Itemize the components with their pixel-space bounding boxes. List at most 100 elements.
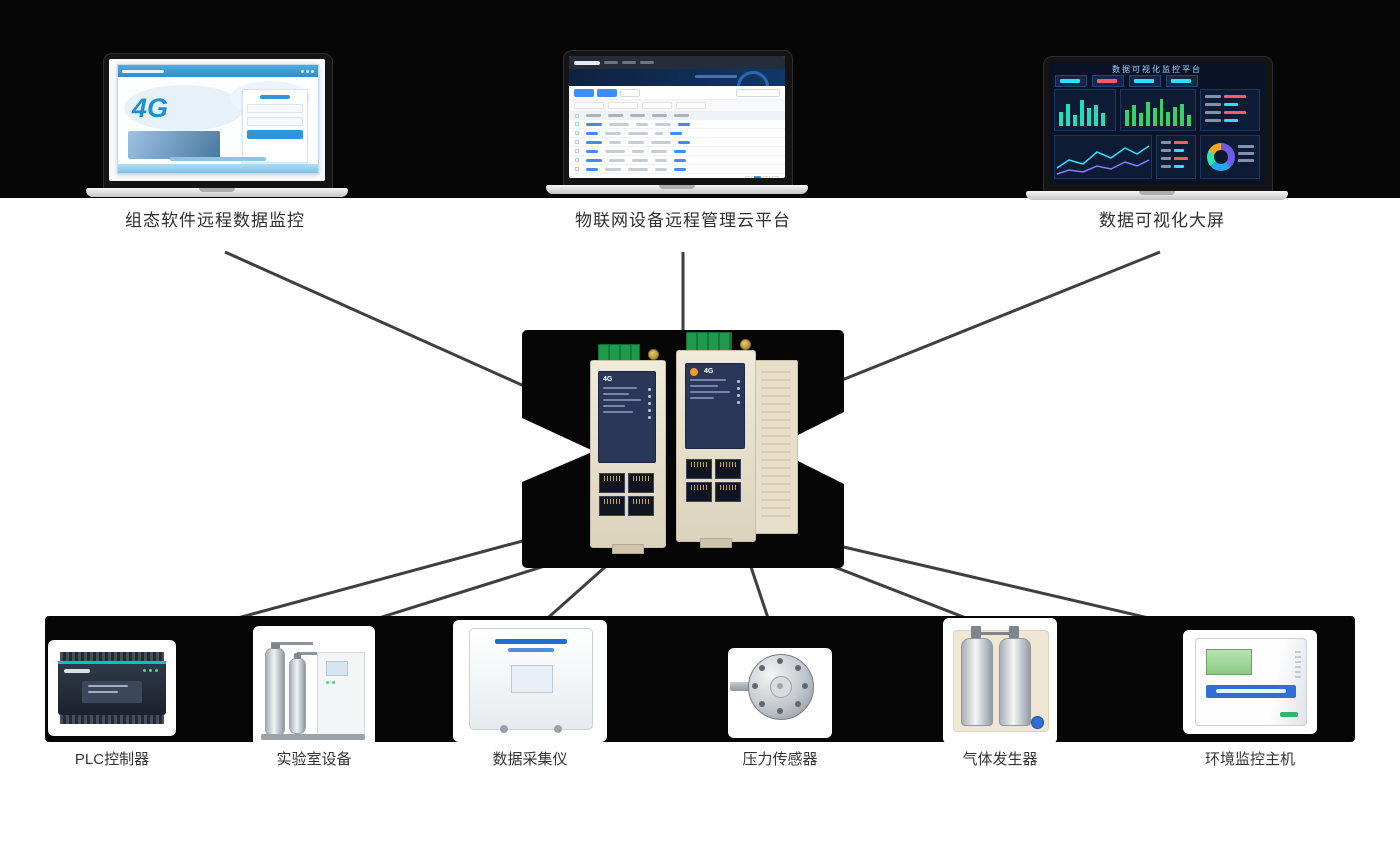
select-all-checkbox [575, 113, 579, 118]
nav-item [604, 61, 618, 64]
brand-dot-icon [690, 368, 698, 376]
rj45-port-icon [599, 496, 625, 516]
laptop-cloud [546, 50, 808, 250]
collector-title-bar [495, 639, 567, 644]
kpi-chip [1055, 75, 1087, 87]
device-lab [253, 626, 375, 748]
sensor-stem [730, 682, 752, 691]
bar-chart-teal [1054, 89, 1116, 131]
router-logo: 4G [603, 376, 613, 383]
router-body: 4G [590, 360, 666, 548]
laptop-scada: 4G [86, 53, 348, 253]
router-faceplate: 4G [685, 363, 745, 449]
login-button [247, 130, 303, 139]
laptop-bigscreen: 数据可视化监控平台 [1026, 56, 1288, 256]
dashboard-display: 数据可视化监控平台 [1049, 62, 1265, 184]
rj45-port-icon [628, 496, 654, 516]
rj45-port-icon [715, 482, 741, 502]
scada-titlebar [118, 65, 318, 77]
router-left: 4G [590, 344, 666, 560]
laptop-base [86, 188, 348, 197]
terminal-teeth-icon [60, 715, 164, 724]
label-lab: 实验室设备 [276, 751, 352, 768]
router-faceplate: 4G [598, 371, 656, 463]
donut-legend [1238, 145, 1254, 162]
plc-body [58, 661, 166, 715]
mini-table [1156, 135, 1196, 179]
export-button [620, 88, 640, 97]
terminal-teeth-icon [60, 652, 164, 661]
laptop-base [546, 185, 808, 194]
label-gas: 气体发生器 [962, 751, 1038, 768]
table-row [569, 147, 785, 156]
pagination [569, 174, 785, 178]
kpi-chip [1092, 75, 1124, 87]
controller-enclosure [1195, 638, 1307, 726]
kpi-row [1055, 75, 1198, 87]
plc-logo-bar [64, 669, 90, 673]
table-row [569, 165, 785, 174]
rj45-port-icon [686, 459, 712, 479]
led-indicators-icon [737, 380, 740, 404]
table-row [569, 129, 785, 138]
table-row [569, 156, 785, 165]
label-plc: PLC控制器 [74, 751, 150, 768]
label-scada: 组态软件远程数据监控 [125, 211, 305, 230]
cloud-logo [574, 60, 600, 65]
nav-item [640, 61, 654, 64]
table-row [569, 120, 785, 129]
filter-field [676, 102, 706, 109]
blue-valve-knob-icon [1031, 716, 1044, 729]
router-body: 4G [676, 350, 756, 542]
laptop-screen [563, 50, 793, 186]
device-plc [48, 640, 176, 736]
antenna-connector-icon [648, 349, 659, 360]
valve-icon [971, 626, 981, 638]
line-chart [1054, 135, 1152, 179]
column-cylinder-icon [265, 643, 285, 736]
table-header [569, 111, 785, 120]
caption-text-bar [170, 157, 266, 161]
device-sensor [728, 648, 832, 738]
device-monitor [1183, 630, 1317, 734]
add-button [574, 88, 594, 97]
laptop-base [1026, 191, 1288, 200]
lab-screen-icon [326, 661, 348, 676]
valve-icon [1009, 626, 1019, 638]
router-side-panel [754, 360, 798, 534]
filter-field [574, 102, 604, 109]
password-field [247, 117, 303, 126]
stats-list [1200, 89, 1260, 131]
filter-field [608, 102, 638, 109]
cloud-display [569, 56, 785, 178]
ethernet-ports [599, 473, 654, 516]
vent-slots-icon [1295, 651, 1301, 679]
cable-gland-icon [500, 725, 508, 733]
dashboard-title: 数据可视化监控平台 [1112, 65, 1202, 74]
rj45-port-icon [599, 473, 625, 493]
collector-subtitle-bar [508, 648, 554, 652]
filter-field [642, 102, 672, 109]
filter-row [569, 100, 785, 111]
bottom-wave [118, 164, 318, 173]
scada-body: 4G [118, 77, 318, 173]
cloud-banner [569, 69, 785, 86]
din-rail-clip [700, 538, 732, 548]
big-4g-text: 4G [132, 93, 169, 123]
label-bigscreen: 数据可视化大屏 [1099, 211, 1225, 230]
rj45-port-icon [715, 459, 741, 479]
rj45-port-icon [686, 482, 712, 502]
collector-screen-icon [511, 665, 553, 693]
scada-window: 4G [117, 64, 319, 174]
device-collector [453, 620, 607, 742]
column-cylinder-icon [289, 653, 306, 734]
gas-cylinder-icon [961, 638, 993, 726]
device-gas [943, 618, 1057, 744]
plc-label-area [82, 681, 142, 703]
label-sensor: 压力传感器 [742, 751, 818, 768]
plc-led-icons [143, 669, 158, 672]
kpi-chip [1166, 75, 1198, 87]
gas-cylinder-icon [999, 638, 1031, 726]
din-rail-clip [612, 544, 644, 554]
